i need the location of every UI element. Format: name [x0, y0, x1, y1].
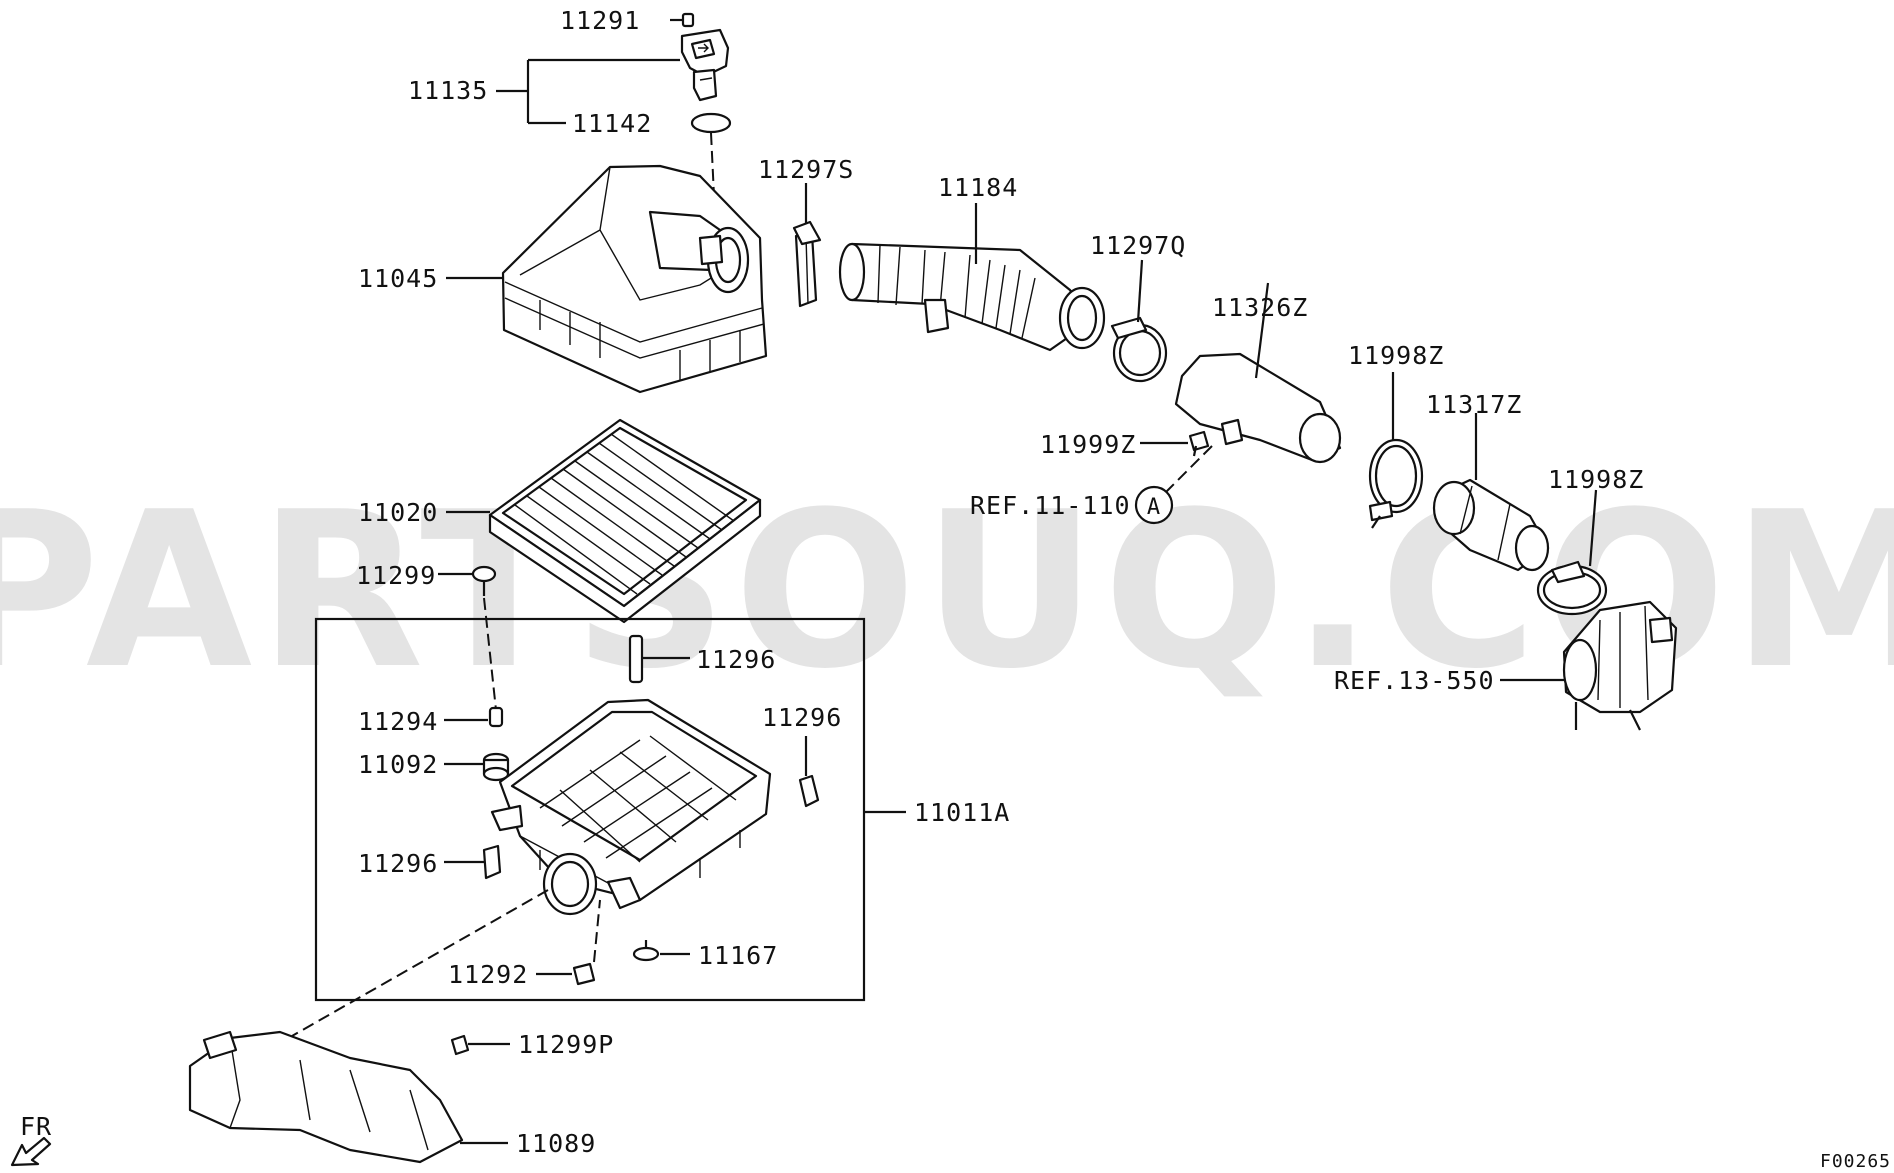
clip-11296-left — [482, 844, 502, 880]
air-inlet-duct-11089 — [188, 1030, 464, 1164]
label-11326z: 11326Z — [1212, 293, 1308, 322]
label-11167: 11167 — [698, 941, 778, 970]
label-11184: 11184 — [938, 173, 1018, 202]
label-11296-top: 11296 — [696, 645, 776, 674]
clip-11296-top — [628, 634, 644, 684]
air-filter-element-11020 — [488, 418, 762, 624]
collar-11294 — [488, 706, 504, 728]
label-11292: 11292 — [448, 960, 528, 989]
label-11297s: 11297S — [758, 155, 854, 184]
label-11999z: 11999Z — [1040, 430, 1136, 459]
air-cleaner-cover-11045 — [501, 164, 768, 394]
air-duct-11326z — [1174, 352, 1342, 464]
front-direction-arrow — [10, 1136, 52, 1167]
label-11294: 11294 — [358, 707, 438, 736]
airflow-sensor-11135 — [680, 28, 730, 102]
bolt-11999z — [1188, 430, 1210, 457]
clamp-11297s — [792, 220, 822, 308]
intake-hose-11184 — [838, 242, 1106, 352]
label-11089: 11089 — [516, 1129, 596, 1158]
hose-11317z — [1432, 478, 1550, 572]
clamp-11998z-upper — [1368, 438, 1424, 529]
clamp-11297q — [1110, 316, 1168, 383]
label-11135: 11135 — [408, 76, 488, 105]
label-11045: 11045 — [358, 264, 438, 293]
label-fr: FR — [20, 1112, 52, 1141]
label-11317z: 11317Z — [1426, 390, 1522, 419]
nut-11292 — [572, 962, 596, 986]
label-11297q: 11297Q — [1090, 231, 1186, 260]
air-cleaner-case-lower — [490, 698, 772, 916]
bushing-11092 — [482, 752, 510, 782]
clip-11299p — [450, 1034, 470, 1056]
label-11092: 11092 — [358, 750, 438, 779]
ref-marker-a — [1134, 485, 1174, 525]
label-11291: 11291 — [560, 6, 640, 35]
label-11998z-lower: 11998Z — [1548, 465, 1644, 494]
label-ref-13-550: REF.13-550 — [1334, 666, 1495, 695]
label-11296-right: 11296 — [762, 703, 842, 732]
plug-11167 — [632, 946, 660, 962]
ref-marker-letter: A — [1147, 495, 1161, 520]
throttle-body-ref-13-550 — [1562, 600, 1678, 731]
screw-11291 — [670, 12, 695, 28]
grommet-11299 — [471, 565, 497, 596]
label-11142: 11142 — [572, 109, 652, 138]
label-11296-left: 11296 — [358, 849, 438, 878]
label-11299p: 11299P — [518, 1030, 614, 1059]
label-ref-11-110: REF.11-110 — [970, 491, 1131, 520]
label-11011a: 11011A — [914, 798, 1010, 827]
label-11299: 11299 — [356, 561, 436, 590]
clip-11296-right — [798, 774, 820, 808]
bracket-11135 — [496, 58, 680, 125]
label-11998z-upper: 11998Z — [1348, 341, 1444, 370]
assembly-box-11011a — [314, 617, 866, 1002]
figure-code: F00265 — [1820, 1151, 1891, 1172]
clamp-11998z-lower — [1536, 560, 1608, 616]
label-11020: 11020 — [358, 498, 438, 527]
o-ring-11142 — [690, 112, 732, 134]
